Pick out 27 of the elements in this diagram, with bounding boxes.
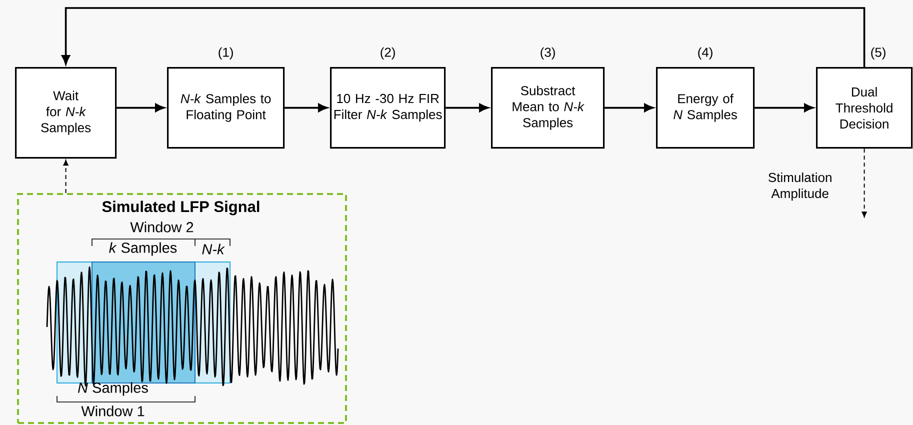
- process-box: Substract Mean to N-k Samples: [491, 67, 605, 149]
- arrow: [446, 104, 489, 112]
- arrow: [284, 104, 328, 112]
- arrow: [862, 148, 867, 218]
- arrow: [604, 104, 654, 112]
- arrow: [754, 104, 814, 112]
- arrow: [62, 7, 866, 67]
- process-box: Energy of N Samples: [656, 67, 755, 149]
- sample-label: k Samples: [109, 242, 177, 256]
- step-number: (5): [871, 47, 886, 60]
- step-number: (1): [218, 47, 233, 60]
- sample-label: N-k: [202, 244, 225, 254]
- signal-panel: [17, 193, 347, 424]
- arrow: [63, 160, 68, 194]
- window-label: Window 1: [81, 406, 144, 416]
- sample-label: N Samples: [78, 382, 148, 396]
- panel-heading: Simulated LFP Signal: [102, 200, 260, 216]
- step-number: (4): [698, 47, 712, 60]
- process-box: 10 Hz -30 Hz FIR Filter N-k Samples: [330, 67, 446, 149]
- edge-label: Stimulation Amplitude: [768, 172, 832, 201]
- arrow: [116, 104, 165, 112]
- step-number: (3): [540, 47, 555, 60]
- window-label: Window 2: [130, 222, 194, 232]
- step-number: (2): [380, 47, 395, 60]
- process-box: N-k Samples to Floating Point: [167, 67, 285, 149]
- process-box: Wait for N-k Samples: [15, 67, 117, 159]
- process-box: Dual Threshold Decision: [816, 67, 913, 149]
